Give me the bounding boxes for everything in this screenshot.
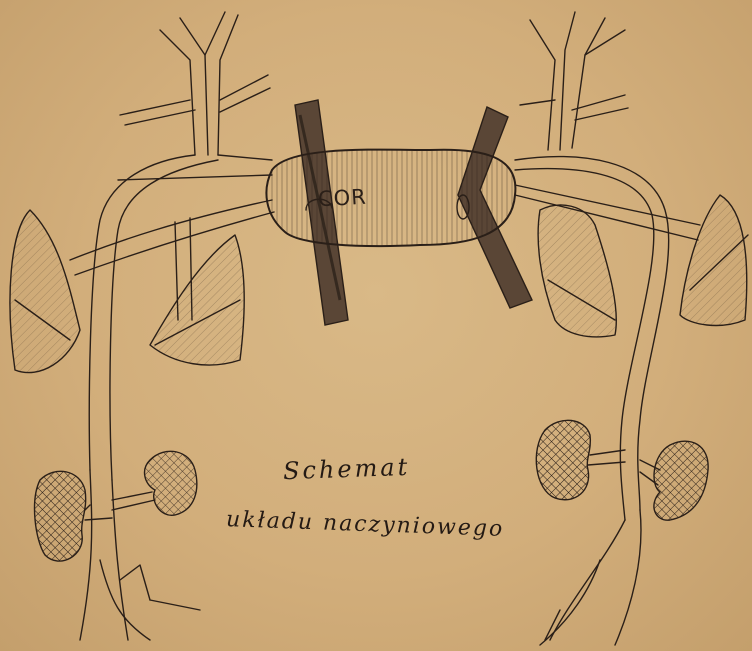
right-lower-branches — [540, 510, 641, 645]
right-outer-lung — [680, 195, 748, 325]
right-inner-lung — [538, 205, 616, 337]
heart-label: COR — [317, 185, 367, 212]
left-inner-lung — [150, 235, 244, 365]
caption-title: Schemat — [283, 453, 411, 485]
right-inner-kidney — [536, 420, 590, 499]
left-outer-kidney — [35, 471, 86, 561]
right-outer-kidney — [654, 441, 708, 520]
left-trunk — [70, 12, 274, 480]
left-inner-kidney — [145, 451, 197, 515]
left-outer-lung — [10, 210, 80, 373]
heart — [266, 150, 515, 246]
